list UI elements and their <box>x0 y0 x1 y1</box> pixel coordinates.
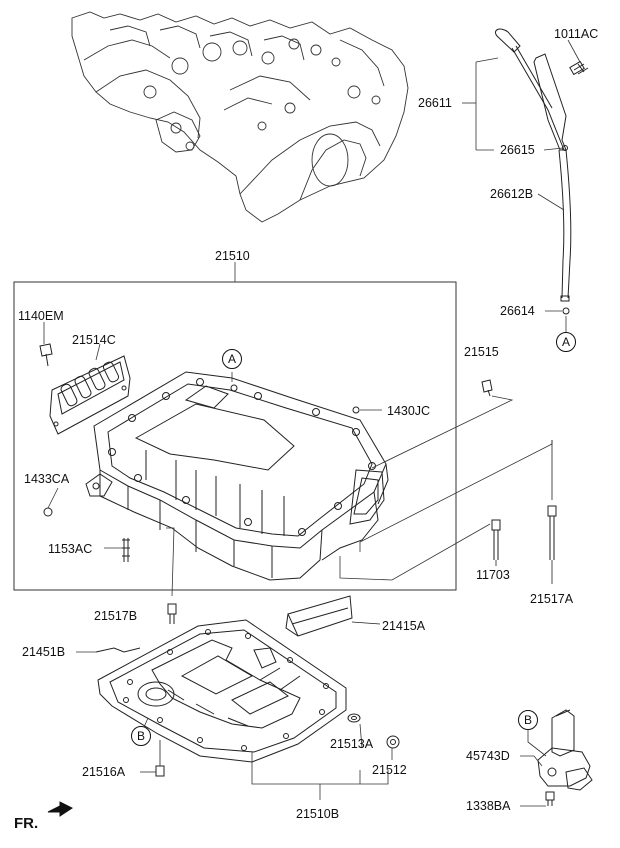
label-26611: 26611 <box>418 96 452 110</box>
label-21516a: 21516A <box>82 765 126 779</box>
label-11703: 11703 <box>476 568 510 582</box>
baffle-21415a <box>285 595 381 637</box>
label-21451b: 21451B <box>22 645 66 659</box>
label-21510: 21510 <box>215 249 250 263</box>
dipstick-assembly <box>494 28 589 315</box>
label-45743d: 45743D <box>466 749 510 763</box>
sensor-leaders <box>520 730 547 807</box>
label-1338ba: 1338BA <box>466 799 511 813</box>
sealant-tube-21451b <box>95 647 141 653</box>
engine-block-illustration <box>71 11 409 223</box>
upper-oil-pan <box>85 371 389 581</box>
label-26612b: 26612B <box>490 187 534 201</box>
label-21415a: 21415A <box>382 619 426 633</box>
label-front-direction: FR. <box>14 815 39 832</box>
label-1430jc: 1430JC <box>387 404 431 418</box>
label-1140em: 1140EM <box>18 309 64 323</box>
label-21512: 21512 <box>372 763 407 777</box>
lower-oil-pan <box>97 619 347 763</box>
external-bolts <box>167 440 557 624</box>
frame-small-parts <box>39 343 493 562</box>
label-1011ac: 1011AC <box>554 27 599 41</box>
ref-circle-b-sensor: B <box>518 710 538 730</box>
ref-circle-a-dipstick: A <box>556 332 576 352</box>
label-21510b: 21510B <box>296 807 340 821</box>
label-21517a: 21517A <box>530 592 574 606</box>
frame-box-21510 <box>13 281 457 591</box>
label-26615: 26615 <box>500 143 535 157</box>
oil-level-sensor-45743d <box>537 709 593 806</box>
gasket-21514c <box>49 355 131 435</box>
label-26614: 26614 <box>500 304 535 318</box>
drain-plug-parts <box>347 713 400 749</box>
label-21513a: 21513A <box>330 737 374 751</box>
front-direction-arrow <box>47 801 73 817</box>
label-21514c: 21514C <box>72 333 116 347</box>
ref-circle-b-pan: B <box>131 726 151 746</box>
ref-circle-a-pan: A <box>222 349 242 369</box>
label-21517b: 21517B <box>94 609 138 623</box>
bolt-21516a <box>155 740 165 777</box>
lower-leaders <box>139 717 393 800</box>
label-1433ca: 1433CA <box>24 472 70 486</box>
label-1153ac: 1153AC <box>48 542 93 556</box>
label-21515: 21515 <box>464 345 499 359</box>
dipstick-leaders <box>462 39 581 334</box>
